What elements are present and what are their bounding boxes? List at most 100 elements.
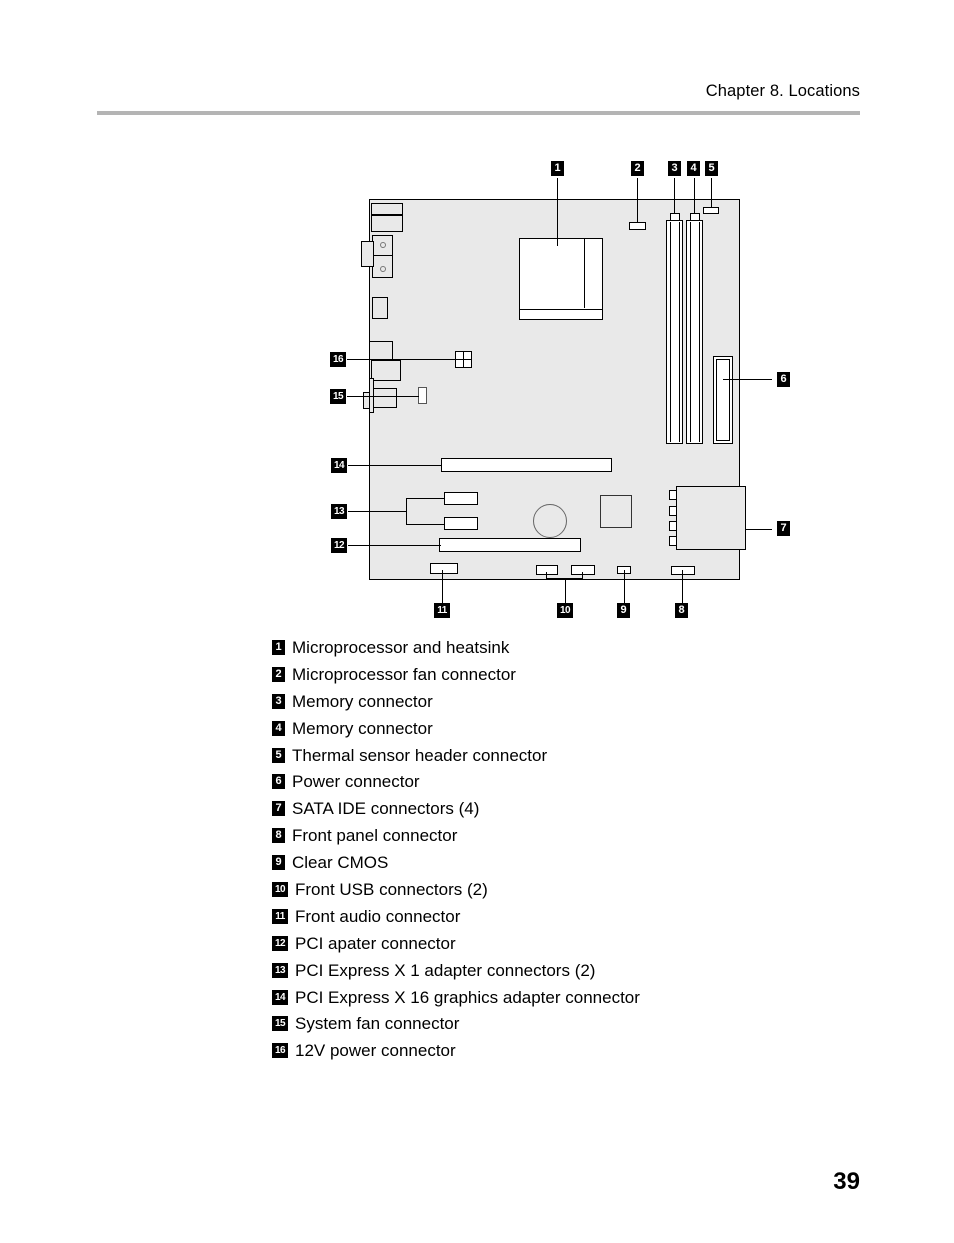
rear-io-bracket-lower [369,378,374,413]
leader-line-6 [723,379,772,380]
legend-label: SATA IDE connectors (4) [292,799,480,819]
legend-item: 5 Thermal sensor header connector [272,744,892,771]
callout-badge-3: 3 [668,161,681,176]
callout-badge-1: 1 [551,161,564,176]
leader-line-3 [674,178,675,214]
legend-item: 4 Memory connector [272,717,892,744]
rear-io-port-middle [372,297,388,319]
leader-line-5 [711,178,712,208]
legend-item: 2 Microprocessor fan connector [272,663,892,690]
legend-item: 10 Front USB connectors (2) [272,878,892,905]
legend-badge: 6 [272,774,285,790]
callout-badge-10: 10 [557,603,573,618]
callout-badge-9: 9 [617,603,630,618]
leader-line-10 [565,578,566,603]
callout-badge-6: 6 [777,372,790,387]
callout-legend-list: 1 Microprocessor and heatsink 2 Micropro… [272,636,892,1066]
sata-group-bracket [676,486,746,550]
callout-badge-15: 15 [330,389,346,404]
callout-badge-13: 13 [331,504,347,519]
chapter-title: Chapter 8. Locations [705,82,860,100]
callout-badge-5: 5 [705,161,718,176]
legend-item: 3 Memory connector [272,690,892,717]
legend-label: PCI apater connector [295,933,456,953]
microprocessor-heatsink [519,238,603,320]
callout-badge-7: 7 [777,521,790,536]
front-usb-connector-2 [571,565,595,575]
legend-badge: 16 [272,1043,288,1059]
legend-badge: 5 [272,747,285,763]
legend-label: Front USB connectors (2) [295,880,488,900]
legend-badge: 11 [272,908,288,924]
legend-label: Front panel connector [292,826,458,846]
legend-item: 8 Front panel connector [272,824,892,851]
rear-io-side-tab [361,241,374,267]
legend-badge: 14 [272,989,288,1005]
heatsink-base-line [519,309,603,310]
legend-label: Microprocessor fan connector [292,664,516,684]
legend-item: 7 SATA IDE connectors (4) [272,797,892,824]
legend-label: PCI Express X 16 graphics adapter connec… [295,987,640,1007]
cmos-battery [533,504,567,538]
rear-io-port-top [371,203,403,215]
pci-adapter-slot [439,538,581,552]
leader-line-13-stub-b [406,524,445,525]
callout-badge-8: 8 [675,603,688,618]
memory-slot-4-inner-a [690,222,691,442]
microprocessor-fan-connector [629,222,646,230]
legend-badge: 7 [272,801,285,817]
power-connector-inner [716,359,730,441]
memory-connector-slot-4 [686,220,703,444]
callout-badge-11: 11 [434,603,450,618]
legend-item: 6 Power connector [272,770,892,797]
leader-line-1 [557,178,558,246]
front-audio-connector [430,563,458,574]
legend-label: Memory connector [292,691,433,711]
front-usb-connector-1 [536,565,558,575]
callout-badge-16: 16 [330,352,346,367]
pci-express-x1-slot-upper [444,492,478,505]
chipset-chip [600,495,632,528]
leader-line-9 [624,570,625,603]
legend-label: Front audio connector [295,906,461,926]
memory-slot-3-inner-a [670,222,671,442]
legend-label: Memory connector [292,718,433,738]
rear-io-port-parallel [371,215,403,232]
ps2-lower-pin-icon [380,266,386,272]
legend-label: PCI Express X 1 adapter connectors (2) [295,960,596,980]
leader-line-15 [347,396,419,397]
legend-badge: 8 [272,828,285,844]
leader-line-13-branch [406,498,407,524]
rear-io-port-usb-upper [369,341,393,360]
legend-item: 15 System fan connector [272,1012,892,1039]
front-panel-connector [671,566,695,575]
legend-label: Microprocessor and heatsink [292,638,510,657]
page-number: 39 [833,1168,860,1195]
ps2-upper-pin-icon [380,242,386,248]
legend-item: 16 12V power connector [272,1039,892,1066]
legend-badge: 2 [272,666,285,682]
legend-label: Power connector [292,772,420,792]
legend-badge: 4 [272,720,285,736]
12v-connector-divider-h [455,359,472,360]
leader-line-10-stub-b [582,572,583,579]
callout-badge-2: 2 [631,161,644,176]
legend-badge: 9 [272,855,285,871]
callout-badge-12: 12 [331,538,347,553]
memory-slot-4-inner-b [699,222,700,442]
page-header: Chapter 8. Locations [97,82,860,116]
pci-express-x16-slot [441,458,612,472]
legend-label: Thermal sensor header connector [292,745,548,765]
legend-item: 12 PCI apater connector [272,932,892,959]
legend-badge: 3 [272,693,285,709]
rear-io-port-audio [371,388,397,408]
leader-line-11 [442,570,443,603]
memory-slot-3-inner-b [679,222,680,442]
header-rule [97,111,860,115]
legend-item: 11 Front audio connector [272,905,892,932]
legend-badge: 12 [272,935,288,951]
memory-slot-4-tab [690,213,700,221]
leader-line-13-stub-a [406,498,445,499]
leader-line-10-stub-a [546,572,547,579]
heatsink-divider [584,238,585,308]
